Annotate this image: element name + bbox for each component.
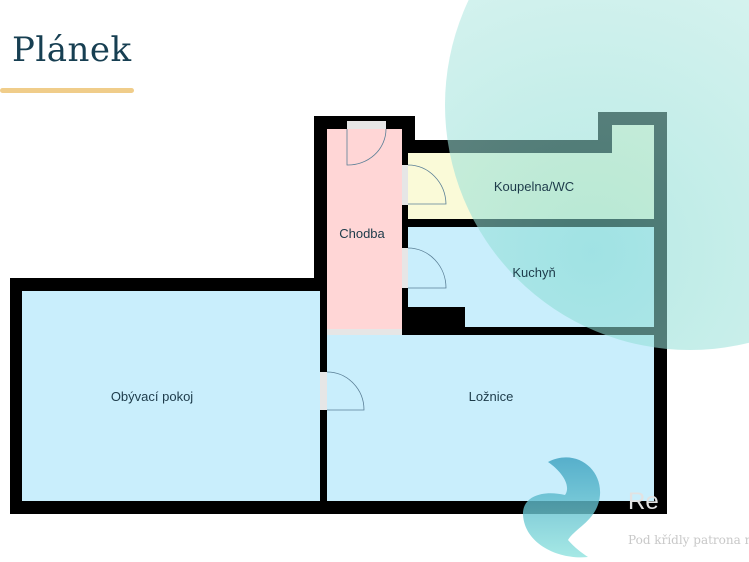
entrance-door-gap [347,121,386,129]
room-hall [327,129,402,330]
hall-opening [327,329,402,335]
label-koupelna: Koupelna/WC [494,179,574,194]
decorative-circle [445,0,749,350]
page-title: Plánek [12,30,132,70]
label-obyvaci: Obývací pokoj [111,389,193,404]
entrance-door-icon [346,128,387,166]
logo-tagline: Pod křídly patrona m [628,533,749,547]
living-door-gap [320,372,327,410]
bath-door-gap [402,165,408,205]
label-chodba: Chodba [339,226,385,241]
living-door-icon [326,371,365,411]
room-living [22,291,320,501]
logo-mark: Re [628,488,659,515]
logo: Re Pod křídly patrona m [522,457,749,558]
kitchen-door-icon [407,247,447,289]
kitchen-door-gap [402,248,408,288]
bath-door-icon [407,164,447,205]
logo-swirl-icon [522,457,601,558]
kitchen-counter-wall [402,307,465,329]
label-kuchyn: Kuchyň [512,265,555,280]
room-bedroom [327,335,654,501]
title-underline [0,88,134,93]
door-swings [326,128,447,411]
label-loznice: Ložnice [469,389,514,404]
